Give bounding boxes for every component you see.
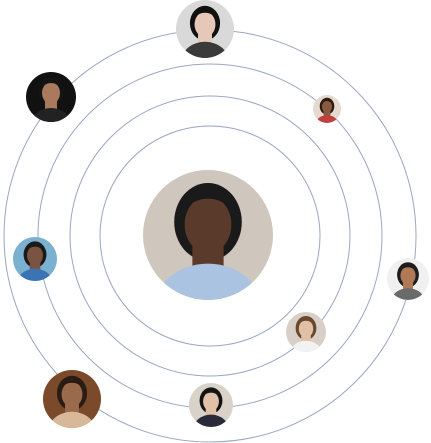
avatar-bottom-left[interactable] [43,370,101,428]
profile-photo-icon [189,383,233,427]
avatar-top[interactable] [176,0,234,58]
avatar-bottom-mid[interactable] [189,383,233,427]
avatar-left[interactable] [13,237,57,281]
avatar-center[interactable] [143,170,273,300]
profile-photo-icon [26,72,76,122]
avatar-right[interactable] [387,258,429,300]
profile-photo-icon [176,0,234,58]
profile-photo-icon [13,237,57,281]
profile-photo-icon [313,95,341,123]
avatar-top-right[interactable] [313,95,341,123]
profile-photo-icon [43,370,101,428]
profile-photo-icon [286,312,326,352]
orbit-ring-inner [99,125,321,347]
avatar-top-left[interactable] [26,72,76,122]
avatar-mid-right[interactable] [286,312,326,352]
orbit-ring-2 [69,95,351,377]
profile-photo-icon [387,258,429,300]
profile-photo-icon [143,170,273,300]
